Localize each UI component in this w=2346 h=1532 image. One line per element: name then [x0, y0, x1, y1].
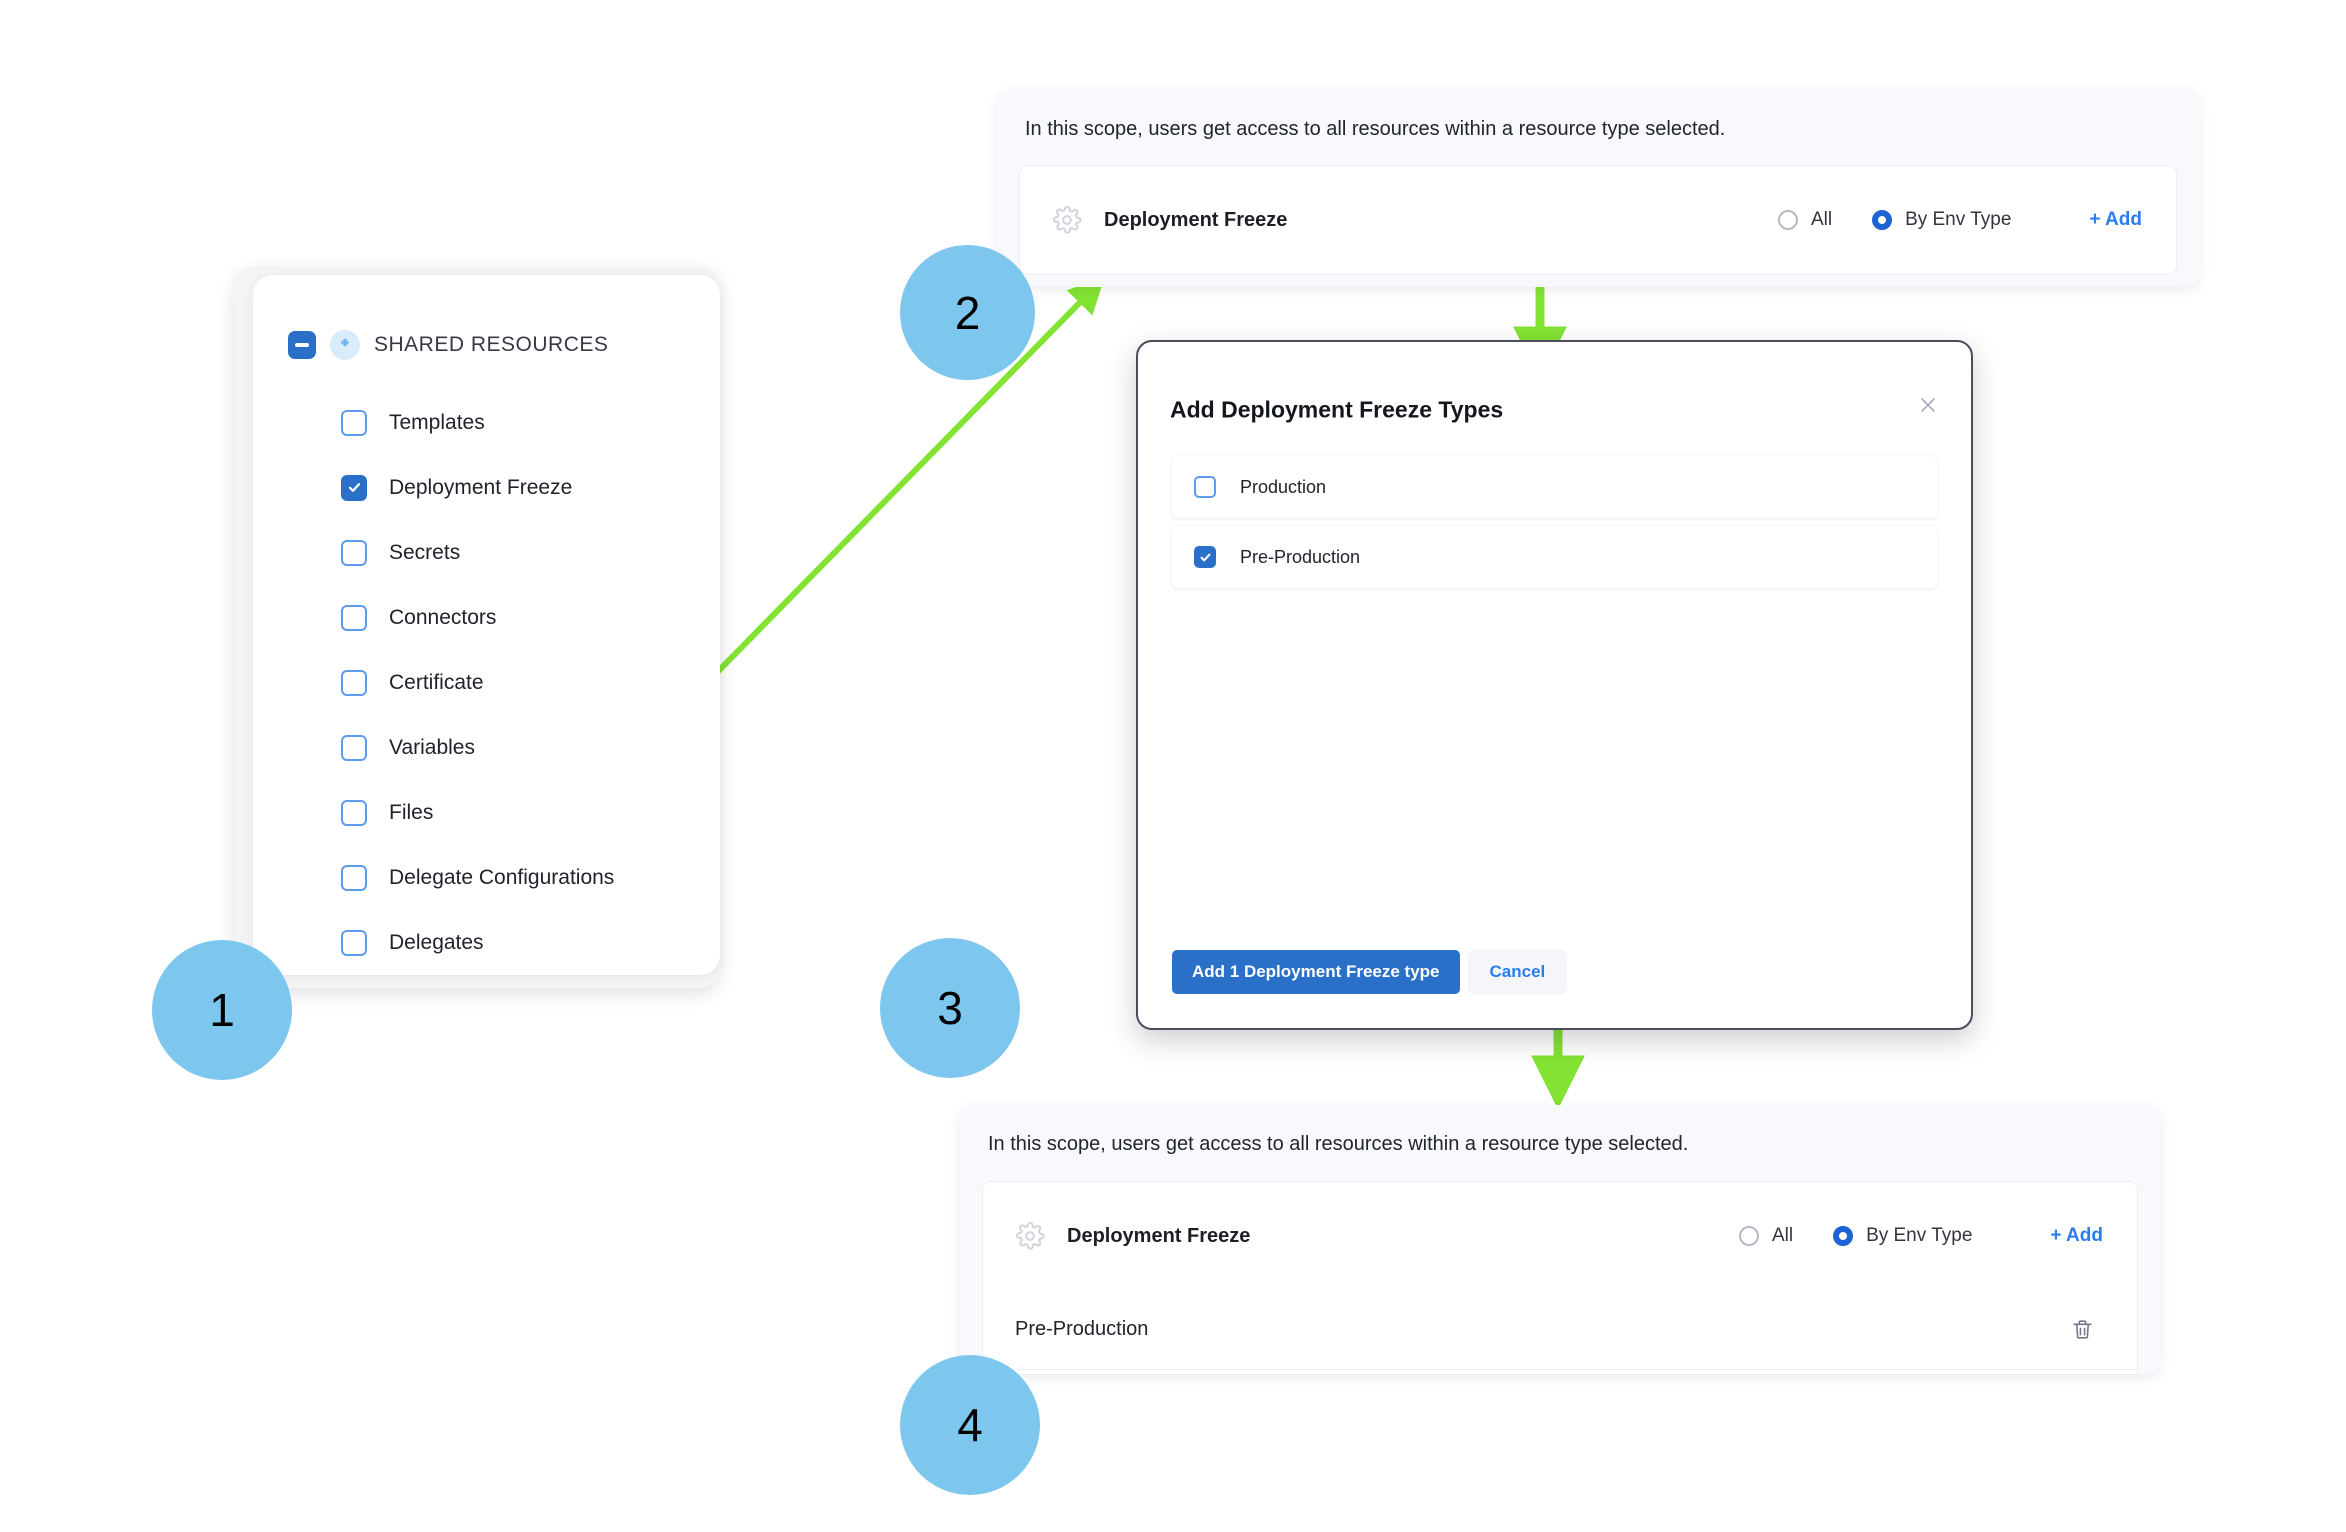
- diamond-nodes-icon: [340, 338, 350, 347]
- checkbox-files[interactable]: [341, 799, 367, 826]
- modal-title: Add Deployment Freeze Types: [1170, 396, 1504, 423]
- step-marker-4: 4: [900, 1355, 1040, 1495]
- shared-resources-card: SHARED RESOURCES Templates Deployment Fr…: [253, 275, 720, 975]
- modal-footer: Add 1 Deployment Freeze type Cancel: [1172, 950, 1568, 994]
- scope-resource-name-bottom: Deployment Freeze: [1067, 1224, 1251, 1247]
- checkbox-delegates[interactable]: [341, 929, 367, 956]
- radio-option-all-top[interactable]: All: [1777, 209, 1833, 231]
- checkbox-variables[interactable]: [341, 734, 367, 761]
- checkbox-delegate-configurations[interactable]: [341, 864, 367, 891]
- radio-by-env-type-label: By Env Type: [1866, 1225, 1973, 1246]
- list-item-label: Templates: [389, 410, 485, 434]
- minus-icon: [295, 343, 309, 347]
- list-item-label: Certificate: [389, 670, 484, 694]
- scope-resource-row-top: Deployment Freeze All By Env Type + Add: [1020, 166, 2176, 274]
- arrow-1-to-2: [687, 277, 1105, 703]
- list-item-label: Pre-Production: [1240, 546, 1361, 567]
- add-deployment-freeze-types-modal: Add Deployment Freeze Types Production P…: [1136, 340, 1973, 1030]
- add-link-top[interactable]: + Add: [2089, 209, 2142, 230]
- shared-resources-indeterminate-checkbox[interactable]: [288, 331, 316, 359]
- step-marker-1: 1: [152, 940, 292, 1080]
- list-item-label: Connectors: [389, 605, 497, 629]
- step-number: 1: [209, 984, 235, 1036]
- checkbox-templates[interactable]: [341, 409, 367, 436]
- table-row: Pre-Production: [983, 1290, 2137, 1370]
- step-number: 4: [957, 1399, 983, 1451]
- shared-resources-list: Templates Deployment Freeze Secrets Conn…: [341, 390, 720, 975]
- checkbox-production[interactable]: [1194, 476, 1216, 498]
- close-icon[interactable]: [1913, 390, 1943, 420]
- list-item[interactable]: Deployment Freeze: [341, 455, 720, 520]
- gear-icon: [1015, 1221, 1045, 1251]
- list-item-label: Secrets: [389, 540, 461, 564]
- radio-by-env-type-icon[interactable]: [1833, 1226, 1854, 1246]
- cancel-button[interactable]: Cancel: [1467, 950, 1568, 994]
- shared-resources-header[interactable]: SHARED RESOURCES: [288, 330, 608, 360]
- add-deployment-freeze-type-button[interactable]: Add 1 Deployment Freeze type: [1172, 950, 1460, 994]
- scope-inner-card-top: Deployment Freeze All By Env Type + Add: [1019, 165, 2177, 275]
- radio-all-label: All: [1771, 1225, 1794, 1246]
- shared-resources-title: SHARED RESOURCES: [374, 333, 609, 356]
- step-marker-3: 3: [880, 938, 1020, 1078]
- gear-icon: [1052, 205, 1082, 235]
- scope-radio-group-top: All By Env Type: [1777, 209, 2011, 231]
- scope-inner-card-bottom: Deployment Freeze All By Env Type + Add …: [982, 1181, 2138, 1375]
- list-item-label: Delegate Configurations: [389, 865, 615, 889]
- scope-entry-label: Pre-Production: [1015, 1318, 1149, 1340]
- scope-radio-group-bottom: All By Env Type: [1738, 1225, 1972, 1247]
- radio-all-icon[interactable]: [1777, 210, 1798, 230]
- checkbox-certificate[interactable]: [341, 669, 367, 696]
- step-number: 2: [954, 286, 981, 339]
- scope-description-bottom: In this scope, users get access to all r…: [988, 1133, 1689, 1155]
- list-item[interactable]: Connectors: [341, 585, 720, 650]
- list-item-label: Files: [389, 800, 434, 824]
- list-item[interactable]: Templates: [341, 390, 720, 455]
- radio-by-env-type-icon[interactable]: [1872, 210, 1893, 230]
- scope-panel-top: In this scope, users get access to all r…: [997, 90, 2199, 287]
- list-item-label: Production: [1240, 476, 1327, 497]
- list-item[interactable]: Secrets: [341, 520, 720, 585]
- list-item-label: Variables: [389, 735, 475, 759]
- list-item-label: Delegates: [389, 930, 484, 954]
- checkbox-deployment-freeze[interactable]: [341, 474, 367, 501]
- list-item[interactable]: Production: [1172, 456, 1937, 518]
- list-item[interactable]: Pre-Production: [1172, 526, 1937, 588]
- scope-resource-name-top: Deployment Freeze: [1104, 208, 1288, 231]
- trash-icon[interactable]: [2070, 1317, 2095, 1342]
- step-number: 3: [937, 982, 963, 1034]
- list-item-label: Deployment Freeze: [389, 475, 573, 499]
- radio-by-env-type-label: By Env Type: [1905, 209, 2012, 230]
- list-item[interactable]: Variables: [341, 715, 720, 780]
- shared-resources-badge-icon: [330, 330, 360, 360]
- scope-panel-bottom: In this scope, users get access to all r…: [960, 1105, 2160, 1375]
- radio-option-all-bottom[interactable]: All: [1738, 1225, 1794, 1247]
- list-item[interactable]: Files: [341, 780, 720, 845]
- scope-description-top: In this scope, users get access to all r…: [1025, 118, 1726, 140]
- list-item[interactable]: Delegates: [341, 910, 720, 975]
- list-item[interactable]: Delegate Configurations: [341, 845, 720, 910]
- radio-all-label: All: [1810, 209, 1833, 230]
- step-marker-2: 2: [900, 245, 1035, 380]
- radio-option-by-env-type-top[interactable]: By Env Type: [1872, 209, 2011, 231]
- list-item[interactable]: Certificate: [341, 650, 720, 715]
- radio-option-by-env-type-bottom[interactable]: By Env Type: [1833, 1225, 1972, 1247]
- radio-all-icon[interactable]: [1738, 1226, 1759, 1246]
- checkbox-secrets[interactable]: [341, 539, 367, 566]
- modal-options-list: Production Pre-Production: [1172, 456, 1937, 596]
- add-link-bottom[interactable]: + Add: [2050, 1225, 2103, 1246]
- checkbox-pre-production[interactable]: [1194, 546, 1216, 568]
- checkbox-connectors[interactable]: [341, 604, 367, 631]
- scope-resource-row-bottom: Deployment Freeze All By Env Type + Add: [983, 1182, 2137, 1290]
